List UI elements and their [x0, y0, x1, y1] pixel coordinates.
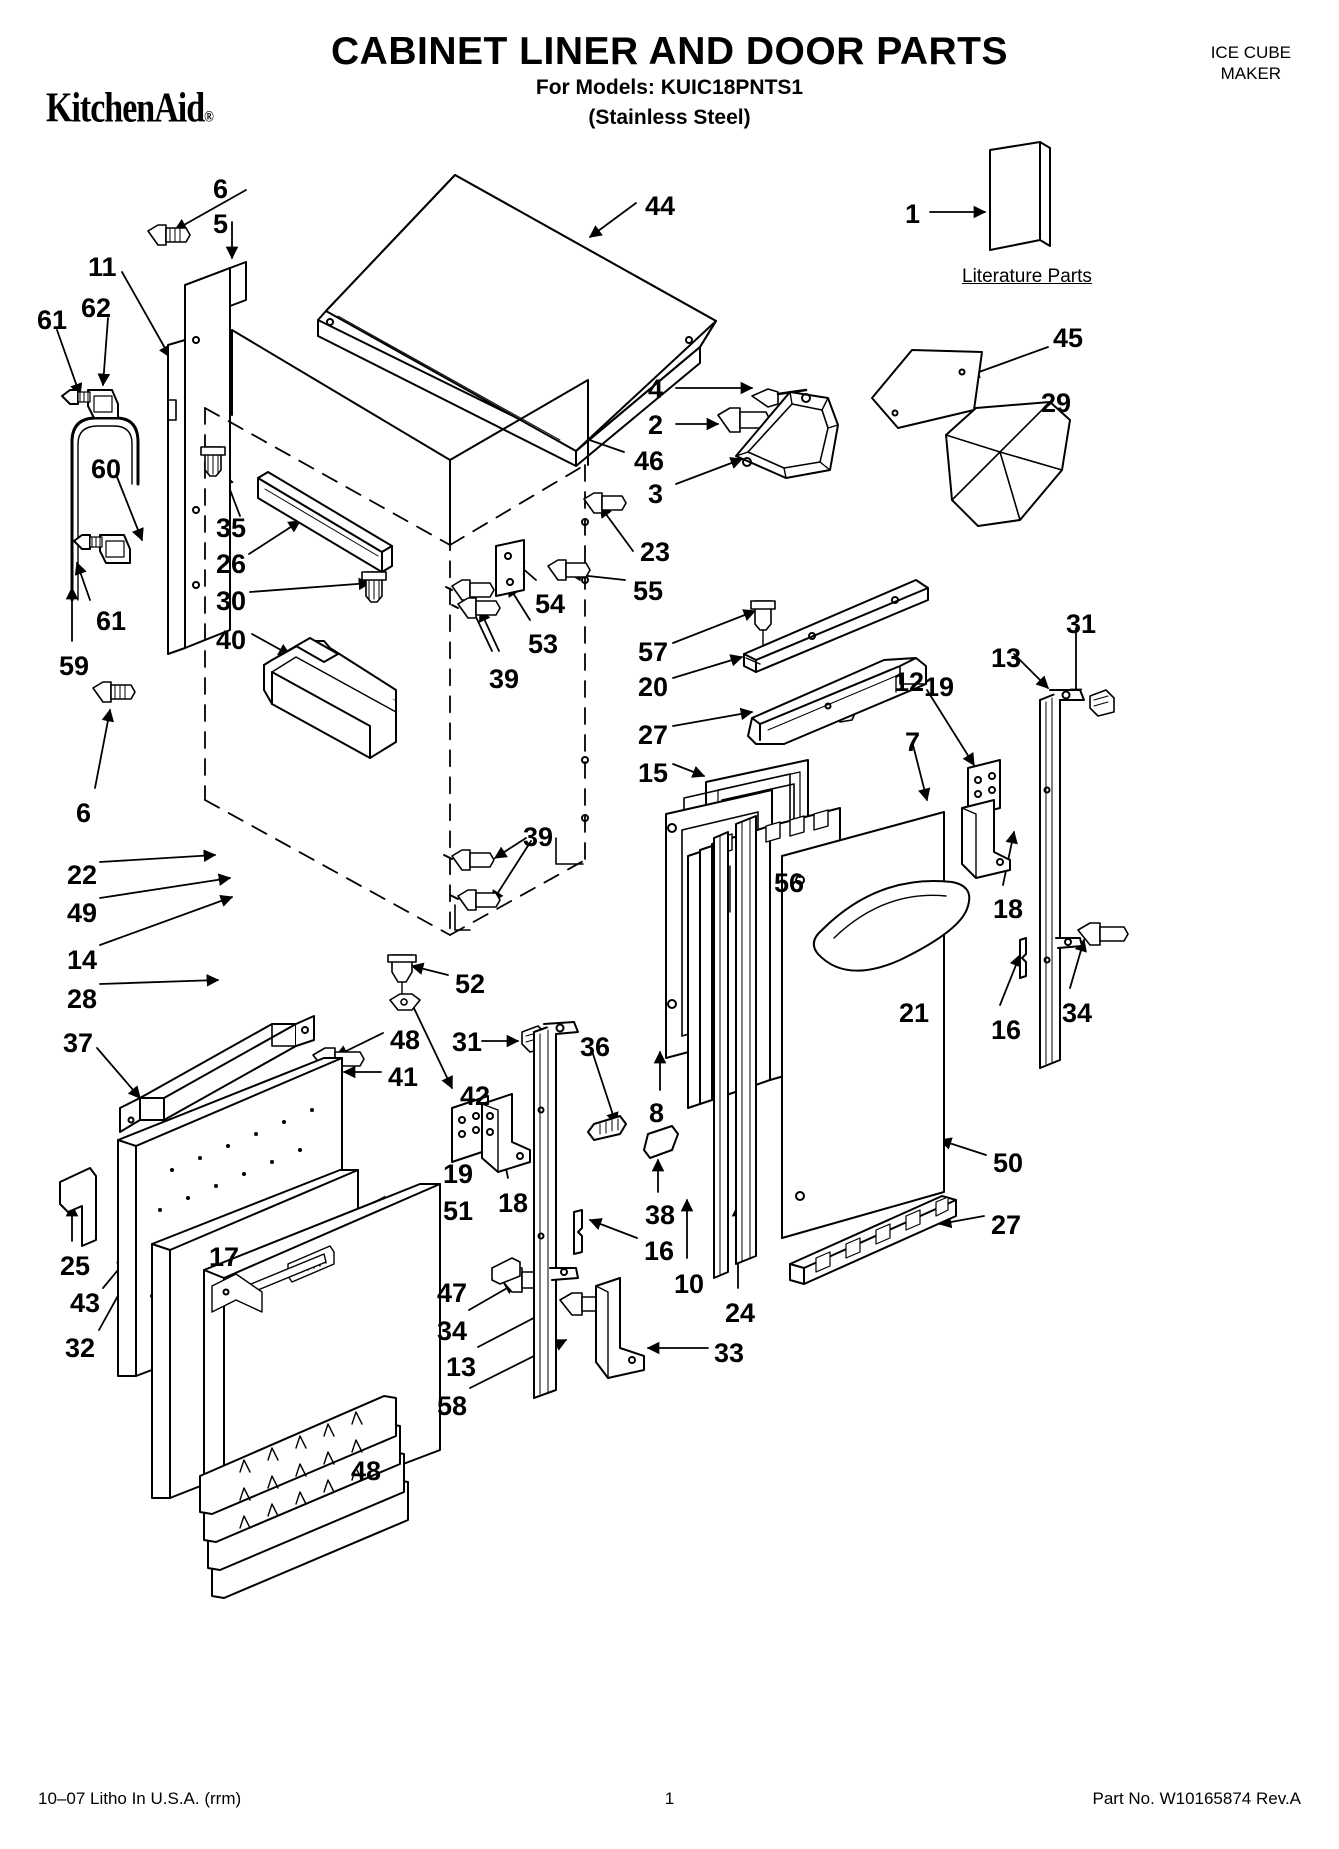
- models-line: For Models: KUIC18PNTS1: [535, 76, 804, 99]
- callout-number[interactable]: 61: [96, 606, 127, 636]
- callout-number[interactable]: 12: [894, 667, 925, 697]
- callout-number[interactable]: 29: [1041, 388, 1072, 418]
- callout-number[interactable]: 41: [388, 1062, 419, 1092]
- callout-number[interactable]: 24: [725, 1298, 756, 1328]
- footer-page-number: 1: [664, 1789, 675, 1808]
- callout-number[interactable]: 62: [81, 293, 112, 323]
- callout-number[interactable]: 23: [640, 537, 671, 567]
- callout-number[interactable]: 13: [991, 643, 1022, 673]
- callout-number[interactable]: 6: [76, 798, 92, 828]
- callout-number[interactable]: 31: [452, 1027, 483, 1057]
- callout-number[interactable]: 37: [63, 1028, 94, 1058]
- footer-litho-info: 10–07 Litho In U.S.A. (rrm): [38, 1789, 242, 1808]
- callout-number[interactable]: 26: [216, 549, 247, 579]
- callout-number[interactable]: 10: [674, 1269, 705, 1299]
- callout-number[interactable]: 18: [993, 894, 1024, 924]
- callout-number[interactable]: 61: [37, 305, 68, 335]
- callout-number[interactable]: 48: [390, 1025, 421, 1055]
- callout-number[interactable]: 31: [1066, 609, 1097, 639]
- callout-number[interactable]: 20: [638, 672, 669, 702]
- section-label-line-1: ICE CUBE: [1210, 43, 1291, 62]
- callout-number[interactable]: 14: [67, 945, 98, 975]
- callout-number[interactable]: 58: [437, 1391, 468, 1421]
- callout-number[interactable]: 35: [216, 513, 247, 543]
- callout-number[interactable]: 19: [924, 672, 955, 702]
- registered-mark: ®: [204, 106, 214, 125]
- section-label: ICE CUBE MAKER: [1211, 42, 1291, 85]
- callout-number[interactable]: 3: [648, 479, 664, 509]
- callout-number[interactable]: 53: [528, 629, 559, 659]
- callout-number[interactable]: 5: [213, 209, 229, 239]
- callout-number[interactable]: 38: [645, 1200, 676, 1230]
- page-title: CABINET LINER AND DOOR PARTS: [331, 30, 1008, 73]
- brand-name: KitchenAid: [46, 85, 205, 132]
- callout-number[interactable]: 50: [993, 1148, 1024, 1178]
- callout-number[interactable]: 40: [216, 625, 247, 655]
- callout-number[interactable]: 47: [437, 1278, 468, 1308]
- callout-number[interactable]: 34: [437, 1316, 468, 1346]
- callout-number[interactable]: 49: [67, 898, 98, 928]
- callout-number[interactable]: 18: [498, 1188, 529, 1218]
- page-footer: 10–07 Litho In U.S.A. (rrm) 1 Part No. W…: [0, 1789, 1339, 1813]
- callout-number[interactable]: 57: [638, 637, 669, 667]
- callout-number[interactable]: 43: [70, 1288, 101, 1318]
- callout-number[interactable]: 16: [644, 1236, 675, 1266]
- callout-number[interactable]: 27: [991, 1210, 1022, 1240]
- callout-number[interactable]: 46: [634, 446, 665, 476]
- callout-number[interactable]: 28: [67, 984, 98, 1014]
- callout-number[interactable]: 21: [899, 998, 930, 1028]
- callout-number[interactable]: 1: [905, 199, 921, 229]
- callout-number[interactable]: 6: [213, 174, 229, 204]
- callout-number[interactable]: 51: [443, 1196, 474, 1226]
- callout-number[interactable]: 39: [523, 822, 554, 852]
- callout-number[interactable]: 60: [91, 454, 122, 484]
- callout-number[interactable]: 39: [489, 664, 520, 694]
- literature-parts-label: Literature Parts: [962, 266, 1092, 287]
- callout-number[interactable]: 55: [633, 576, 664, 606]
- callout-number[interactable]: 30: [216, 586, 247, 616]
- callout-number[interactable]: 33: [714, 1338, 745, 1368]
- callout-number[interactable]: 11: [88, 252, 117, 282]
- callout-number[interactable]: 59: [59, 651, 90, 681]
- callout-number[interactable]: 27: [638, 720, 669, 750]
- section-label-line-2: MAKER: [1220, 64, 1282, 84]
- callout-number[interactable]: 48: [351, 1456, 382, 1486]
- callout-number[interactable]: 44: [645, 191, 676, 221]
- callout-number[interactable]: 16: [991, 1015, 1022, 1045]
- callout-number[interactable]: 34: [1062, 998, 1093, 1028]
- callout-number[interactable]: 7: [905, 727, 921, 757]
- footer-part-number: Part No. W10165874 Rev.A: [1092, 1789, 1301, 1808]
- callout-number[interactable]: 4: [648, 374, 664, 404]
- finish-line: (Stainless Steel): [588, 106, 751, 129]
- callout-number[interactable]: 25: [60, 1251, 91, 1281]
- callout-number[interactable]: 52: [455, 969, 486, 999]
- callout-number[interactable]: 22: [67, 860, 98, 890]
- callout-number[interactable]: 32: [65, 1333, 96, 1363]
- callout-number[interactable]: 2: [648, 410, 664, 440]
- callout-number[interactable]: 8: [649, 1098, 665, 1128]
- callout-number[interactable]: 19: [443, 1159, 474, 1189]
- callout-number[interactable]: 54: [535, 589, 566, 619]
- brand-logo: KitchenAid®: [46, 85, 214, 133]
- callout-number[interactable]: 13: [446, 1352, 477, 1382]
- callout-number[interactable]: 36: [580, 1032, 611, 1062]
- callout-number[interactable]: 17: [209, 1242, 240, 1272]
- callout-number[interactable]: 45: [1053, 323, 1084, 353]
- callout-number[interactable]: 56: [774, 868, 805, 898]
- callout-number[interactable]: 15: [638, 758, 669, 788]
- callout-number[interactable]: 42: [460, 1081, 491, 1111]
